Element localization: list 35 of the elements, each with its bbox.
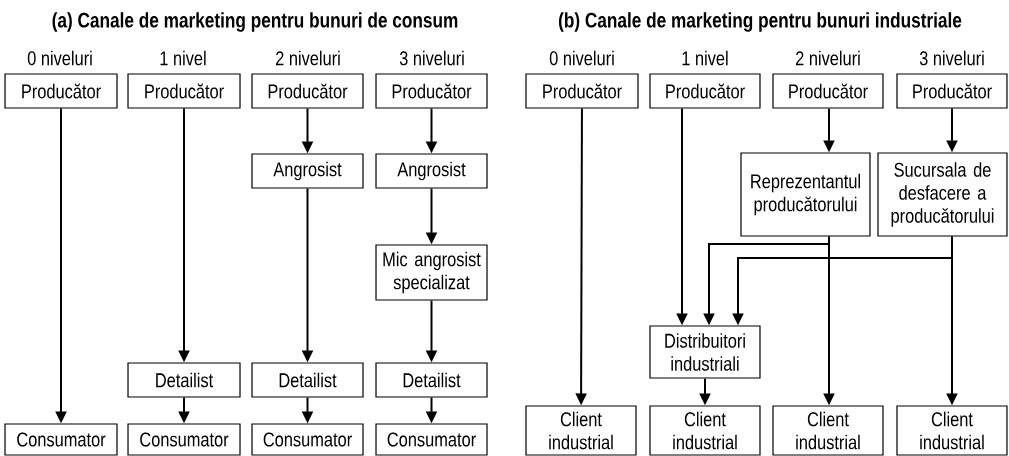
box: Producător	[649, 73, 761, 109]
box: Detailist	[251, 362, 364, 398]
column-heading: 1 nivel	[160, 50, 206, 66]
box: Client industrial	[896, 405, 1008, 456]
box: Reprezentantul producătorului	[740, 152, 871, 237]
box: Producător	[251, 73, 364, 109]
box: Detailist	[375, 362, 488, 398]
box: Distribuitori industriali	[649, 325, 761, 379]
column-heading: 3 niveluri	[919, 50, 984, 66]
box: Consumator	[251, 423, 364, 456]
column-heading: 0 niveluri	[27, 50, 92, 66]
box: Producător	[375, 73, 488, 109]
box: Producător	[896, 73, 1008, 109]
box: Angrosist	[251, 153, 364, 189]
chart-heading: (b) Canale de marketing pentru bunuri industriale	[558, 12, 962, 32]
chart-heading: (a) Canale de marketing pentru bunuri de consum	[52, 12, 458, 32]
box: Producător	[772, 73, 884, 109]
column-heading: 2 niveluri	[796, 50, 860, 66]
box: Producător	[4, 73, 118, 109]
box: Consumator	[127, 423, 241, 456]
column-heading: 3 niveluri	[399, 50, 464, 66]
box: Sucursala de desfacere a producătorului	[877, 152, 1008, 237]
box: Client industrial	[772, 405, 884, 456]
box: Client industrial	[525, 405, 637, 456]
column-heading: 0 niveluri	[549, 50, 614, 66]
column-heading: 1 nivel	[682, 50, 728, 66]
box: Angrosist	[375, 153, 488, 189]
box: Client industrial	[649, 405, 761, 456]
box: Producător	[127, 73, 241, 109]
column-heading: 2 niveluri	[276, 50, 340, 66]
box: Detailist	[127, 362, 241, 398]
box: Producător	[525, 73, 639, 109]
box: Mic angrosist specializat	[375, 244, 488, 301]
box: Consumator	[4, 423, 118, 456]
box: Consumator	[375, 423, 488, 456]
